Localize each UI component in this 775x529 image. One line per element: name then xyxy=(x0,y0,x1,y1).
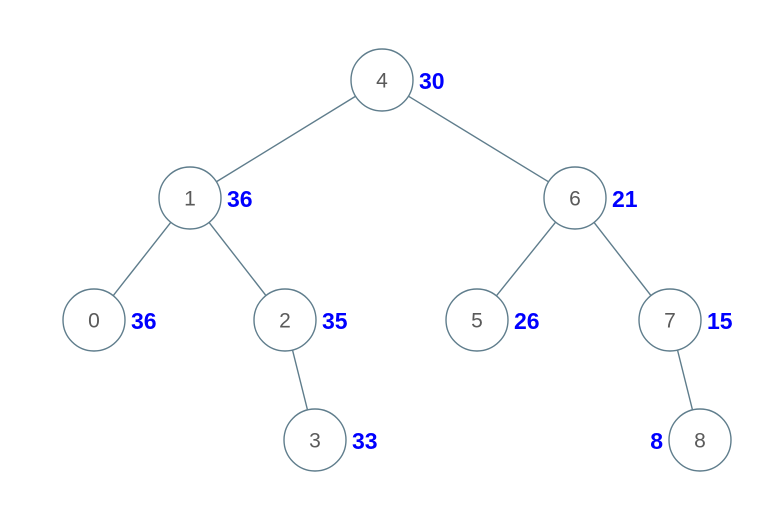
node-label-7: 7 xyxy=(664,310,676,333)
node-value-6: 21 xyxy=(612,186,638,212)
node-label-6: 6 xyxy=(569,188,581,211)
tree-node-4[interactable]: 4 30 xyxy=(350,48,445,112)
node-label-3: 3 xyxy=(309,430,321,453)
tree-edge-6-5 xyxy=(495,221,557,297)
node-label-1: 1 xyxy=(184,188,196,211)
node-value-4: 30 xyxy=(419,68,445,94)
node-circle-2[interactable] xyxy=(253,288,317,352)
node-circle-7[interactable] xyxy=(638,288,702,352)
node-value-8: 8 xyxy=(650,428,663,454)
tree-edge-2-3 xyxy=(291,349,309,411)
tree-edge-1-0 xyxy=(112,221,172,297)
node-label-5: 5 xyxy=(471,310,483,333)
node-value-5: 26 xyxy=(514,308,540,334)
node-circle-6[interactable] xyxy=(543,166,607,230)
tree-node-8[interactable]: 88 xyxy=(650,408,732,472)
node-value-2: 35 xyxy=(322,308,348,334)
node-label-2: 2 xyxy=(279,310,291,333)
tree-node-0[interactable]: 0 36 xyxy=(62,288,157,352)
node-value-7: 15 xyxy=(707,308,733,334)
tree-edge-4-6 xyxy=(408,95,549,183)
tree-edge-6-7 xyxy=(593,222,652,296)
node-circle-5[interactable] xyxy=(445,288,509,352)
tree-node-6[interactable]: 6 21 xyxy=(543,166,638,230)
node-circle-1[interactable] xyxy=(158,166,222,230)
node-value-3: 33 xyxy=(352,428,378,454)
tree-node-2[interactable]: 2 35 xyxy=(253,288,348,352)
node-circle-8[interactable] xyxy=(668,408,732,472)
node-circle-0[interactable] xyxy=(62,288,126,352)
tree-edge-1-2 xyxy=(208,222,267,296)
node-circle-3[interactable] xyxy=(283,408,347,472)
node-label-4: 4 xyxy=(376,70,388,93)
tree-edge-7-8 xyxy=(676,349,694,411)
node-label-8: 8 xyxy=(694,430,706,453)
node-value-0: 36 xyxy=(131,308,157,334)
tree-edges-group xyxy=(112,95,694,411)
tree-node-7[interactable]: 7 15 xyxy=(638,288,733,352)
node-value-1: 36 xyxy=(227,186,253,212)
node-label-0: 0 xyxy=(88,310,100,333)
tree-node-5[interactable]: 5 26 xyxy=(445,288,540,352)
tree-edge-4-1 xyxy=(216,95,356,183)
tree-node-1[interactable]: 1 36 xyxy=(158,166,253,230)
node-circle-4[interactable] xyxy=(350,48,414,112)
